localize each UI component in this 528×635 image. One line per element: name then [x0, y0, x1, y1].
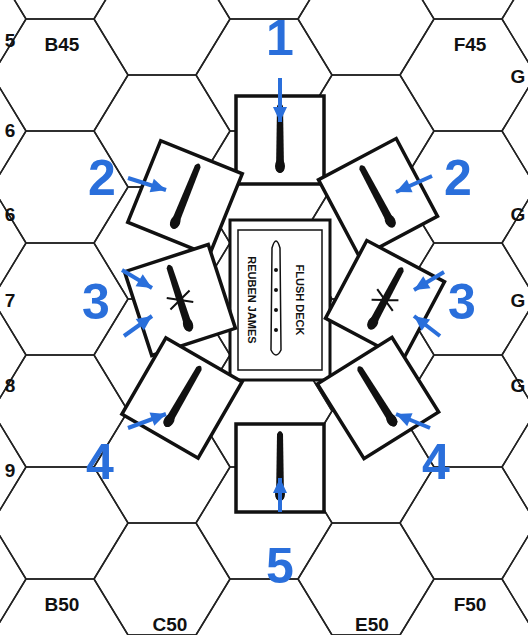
pointer-arrow [124, 316, 152, 336]
hex-id-fragment: G [511, 205, 526, 224]
callout-number: 4 [422, 437, 450, 487]
hex [0, 131, 128, 243]
hex-id-fragment: 5 [5, 31, 16, 50]
hex-id-fragment: G [511, 67, 526, 86]
pointer-arrow [273, 478, 287, 512]
hex [400, 467, 528, 579]
pointer-arrow [128, 178, 166, 192]
hex [196, 579, 332, 635]
counter [122, 338, 242, 458]
hex-id-fragment: 6 [5, 205, 16, 224]
counter [128, 141, 243, 256]
hex [94, 523, 230, 635]
hex-id-fragment: 6 [5, 121, 16, 140]
hex-id: B50 [45, 595, 80, 614]
hex-id: F50 [454, 595, 487, 614]
hex [0, 187, 26, 299]
hex [298, 0, 434, 75]
pointer-arrow [414, 272, 444, 290]
callout-number: 3 [448, 277, 476, 327]
callout-number: 5 [266, 541, 294, 591]
pointer-arrow [414, 316, 440, 336]
hex [0, 579, 128, 635]
pointer-arrow [396, 413, 430, 428]
callout-number: 2 [88, 153, 116, 203]
hex [502, 75, 528, 187]
pointer-arrow [128, 413, 166, 428]
hex [502, 187, 528, 299]
ship-name: FLUSH DECK [294, 265, 306, 336]
counter [236, 96, 324, 184]
callout-number: 1 [266, 13, 294, 63]
ship-counter-label: FLUSH DECK REUBEN JAMES [242, 220, 310, 380]
pointer-arrow [273, 78, 287, 122]
counter [125, 245, 236, 356]
callout-number: 3 [82, 277, 110, 327]
hex [400, 0, 528, 19]
hex-id: F45 [454, 35, 487, 54]
hex-id: E50 [355, 615, 389, 634]
callout-number: 4 [86, 437, 114, 487]
pointer-arrow [396, 176, 432, 192]
hex [94, 0, 230, 75]
hex-id: C50 [153, 615, 188, 634]
hex [0, 75, 26, 187]
ship-name: REUBEN JAMES [246, 256, 258, 343]
hex-id: B45 [45, 35, 80, 54]
counter [236, 424, 324, 512]
callout-number: 2 [444, 153, 472, 203]
hex [0, 0, 128, 19]
hex [502, 411, 528, 523]
hex [0, 19, 128, 131]
hex [400, 19, 528, 131]
hex [0, 243, 128, 355]
hex [502, 523, 528, 635]
hex [400, 579, 528, 635]
hex [0, 411, 26, 523]
hex [0, 523, 26, 635]
pointer-arrow [122, 270, 152, 288]
hex [0, 299, 26, 411]
hex-id-fragment: 9 [5, 461, 16, 480]
hex [298, 523, 434, 635]
hex-id-fragment: G [511, 376, 526, 395]
counter [317, 337, 438, 458]
hex-id-fragment: 8 [5, 376, 16, 395]
hex [502, 0, 528, 75]
counter [318, 138, 437, 257]
hex-id-fragment: G [511, 291, 526, 310]
hex [196, 0, 332, 19]
ship-counter [230, 220, 330, 380]
hex [502, 299, 528, 411]
hex-id-fragment: 7 [5, 291, 16, 310]
